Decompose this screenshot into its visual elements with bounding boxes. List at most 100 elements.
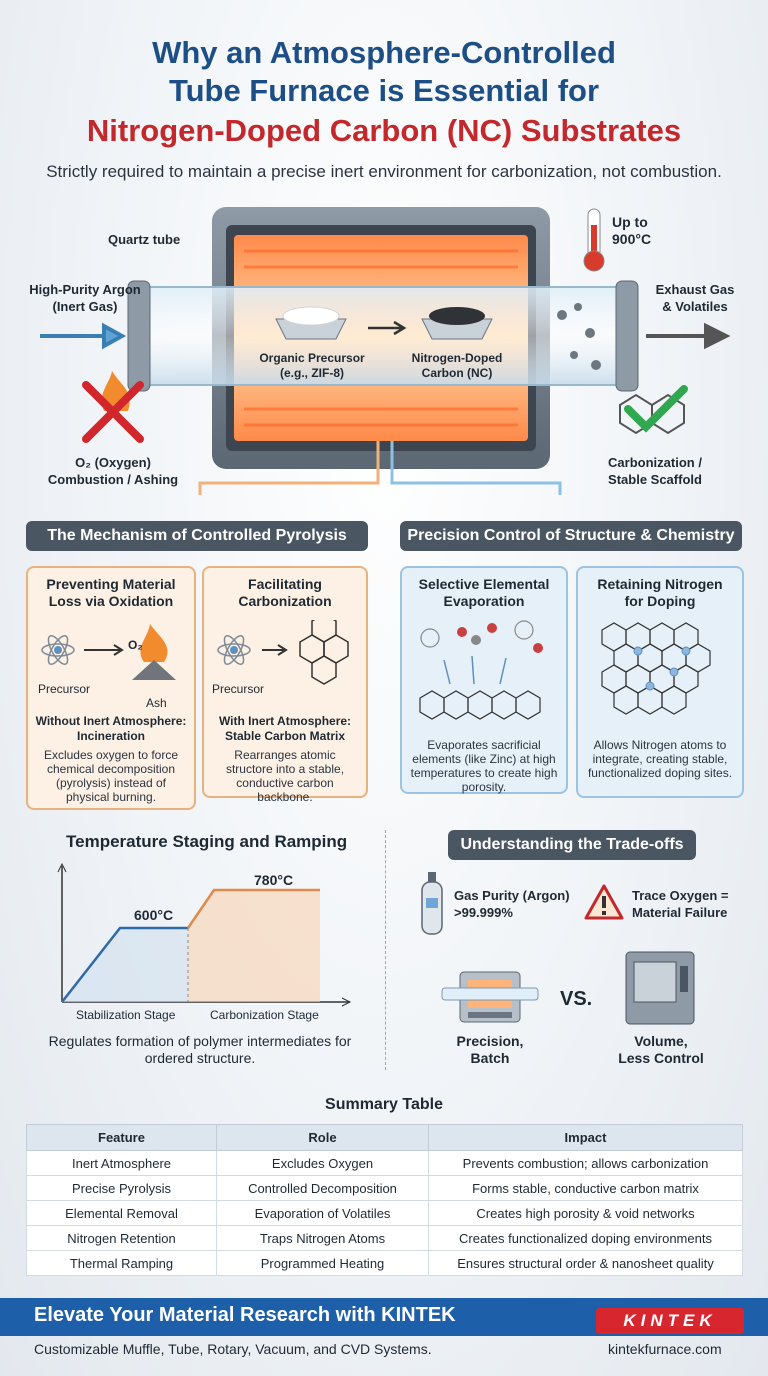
table-cell: Forms stable, conductive carbon matrix [428,1175,743,1201]
footer-title: Elevate Your Material Research with KINT… [34,1304,456,1326]
zinc-atom-icons [420,620,534,648]
column-header-role: Role [216,1124,429,1151]
nitrogen-atom-markers [633,646,691,691]
table-row: Thermal Ramping Programmed Heating Ensur… [26,1250,743,1276]
quartz-tube-label: Quartz tube [108,232,181,247]
volume-line2: Less Control [618,1050,704,1066]
card-title-line1: Selective Elemental [418,576,550,592]
subtitle: Strictly required to maintain a precise … [46,162,722,181]
table-cell: Creates high porosity & void networks [428,1200,743,1226]
staging-title: Temperature Staging and Ramping [66,832,348,851]
tube-furnace-illustration [40,207,731,495]
card-title-line2: Carbonization [238,593,332,609]
stage1-temp: 600°C [134,907,174,923]
ash-pile-icon [132,660,176,680]
mechanism-header: The Mechanism of Controlled Pyrolysis [26,521,368,551]
summary-title: Summary Table [325,1096,443,1113]
kintek-logo[interactable]: KINTEK [596,1308,744,1334]
table-row: Precise Pyrolysis Controlled Decompositi… [26,1175,743,1201]
porous-lattice-icon [419,690,541,720]
website-link[interactable]: kintekfurnace.com [608,1341,722,1357]
table-cell: Excludes Oxygen [216,1150,429,1176]
precursor-atom-icon [217,635,251,665]
exhaust-label-line2: & Volatiles [662,299,728,314]
title-line-2: Tube Furnace is Essential for [168,73,600,108]
card-description: Excludes oxygen to force chemical decomp… [43,748,179,804]
temp-limit-line2: 900°C [612,231,652,247]
exhaust-label-line1: Exhaust Gas [655,282,735,297]
card-title-line1: Facilitating [248,576,322,592]
table-cell: Evaporation of Volatiles [216,1200,429,1226]
tradeoffs-header: Understanding the Trade-offs [448,830,696,860]
staging-description: Regulates formation of polymer intermedi… [48,1033,352,1066]
warning-line1: Trace Oxygen = [632,888,729,903]
argon-label-line1: High-Purity Argon [29,282,141,297]
table-row: Nitrogen Retention Traps Nitrogen Atoms … [26,1225,743,1251]
fire-icon [140,624,168,662]
card-description: Rearranges atomic structore into a stabl… [225,748,345,804]
table-cell: Ensures structural order & nanosheet qua… [428,1250,743,1276]
exhaust-arrow [646,322,731,350]
stage1-label: Stabilization Stage [76,1008,176,1022]
warning-line2: Material Failure [632,905,728,920]
ash-label: Ash [146,696,167,710]
table-row: Inert Atmosphere Excludes Oxygen Prevent… [26,1150,743,1176]
carbonization-curve [186,888,320,929]
o2-label: O₂ [128,638,143,652]
precursor-atom-icon [41,635,75,665]
table-cell: Elemental Removal [26,1200,217,1226]
red-x-icon [82,381,144,443]
section-divider [385,830,386,1070]
argon-inlet-arrow [40,322,127,350]
precursor-label: Precursor [38,682,91,696]
batch-line2: Batch [470,1050,510,1066]
card-sub-line1: Without Inert Atmosphere: [35,714,187,728]
muffle-furnace-icon [625,951,695,1025]
card-sub-line2: Incineration [76,729,145,743]
volatile-molecules [557,303,601,370]
gas-cylinder-icon [421,872,443,935]
tube-furnace-icon [441,971,539,1023]
table-cell: Programmed Heating [216,1250,429,1276]
card-sub-line1: With Inert Atmosphere: [218,714,352,728]
gas-purity-line1: Gas Purity (Argon) [454,888,570,903]
product-label-line2: Carbon (NC) [421,366,493,380]
batch-line1: Precision, [456,1033,524,1049]
gas-purity-line2: >99.999% [454,905,513,920]
volume-line1: Volume, [634,1033,688,1049]
table-cell: Thermal Ramping [26,1250,217,1276]
footer-subtitle: Customizable Muffle, Tube, Rotary, Vacuu… [34,1341,432,1357]
green-check-icon [624,385,688,433]
warning-icon [584,884,624,920]
precursor-label-line1: Organic Precursor [259,351,365,365]
card-description: Allows Nitrogen atoms to integrate, crea… [587,738,733,780]
summary-table: Feature Role Impact Inert Atmosphere Exc… [26,1124,743,1276]
table-cell: Inert Atmosphere [26,1150,217,1176]
table-cell: Prevents combustion; allows carbonizatio… [428,1150,743,1176]
conversion-arrow [368,320,407,336]
temp-limit-line1: Up to [612,214,648,230]
nitrogen-lattice-icon [601,622,711,715]
card-title-line2: Loss via Oxidation [48,593,174,609]
oxygen-label-line1: O₂ (Oxygen) [75,455,151,470]
table-cell: Nitrogen Retention [26,1225,217,1251]
evaporation-diagram [419,620,543,720]
card-title-line2: for Doping [624,593,696,609]
card-title-line1: Preventing Material [46,576,176,592]
oxygen-label-line2: Combustion / Ashing [47,472,179,487]
title-line-3: Nitrogen-Doped Carbon (NC) Substrates [86,113,682,148]
temperature-profile-chart [57,862,352,1007]
column-header-impact: Impact [428,1124,743,1151]
table-row: Elemental Removal Evaporation of Volatil… [26,1200,743,1226]
stabilization-curve [61,926,188,1003]
carbonization-label-line2: Stable Scaffold [608,472,702,487]
table-cell: Controlled Decomposition [216,1175,429,1201]
carbonization-label-line1: Carbonization / [608,455,702,470]
stage2-label: Carbonization Stage [210,1008,319,1022]
carbon-lattice-icon [299,620,349,685]
card-sub-line2: Stable Carbon Matrix [224,729,346,743]
